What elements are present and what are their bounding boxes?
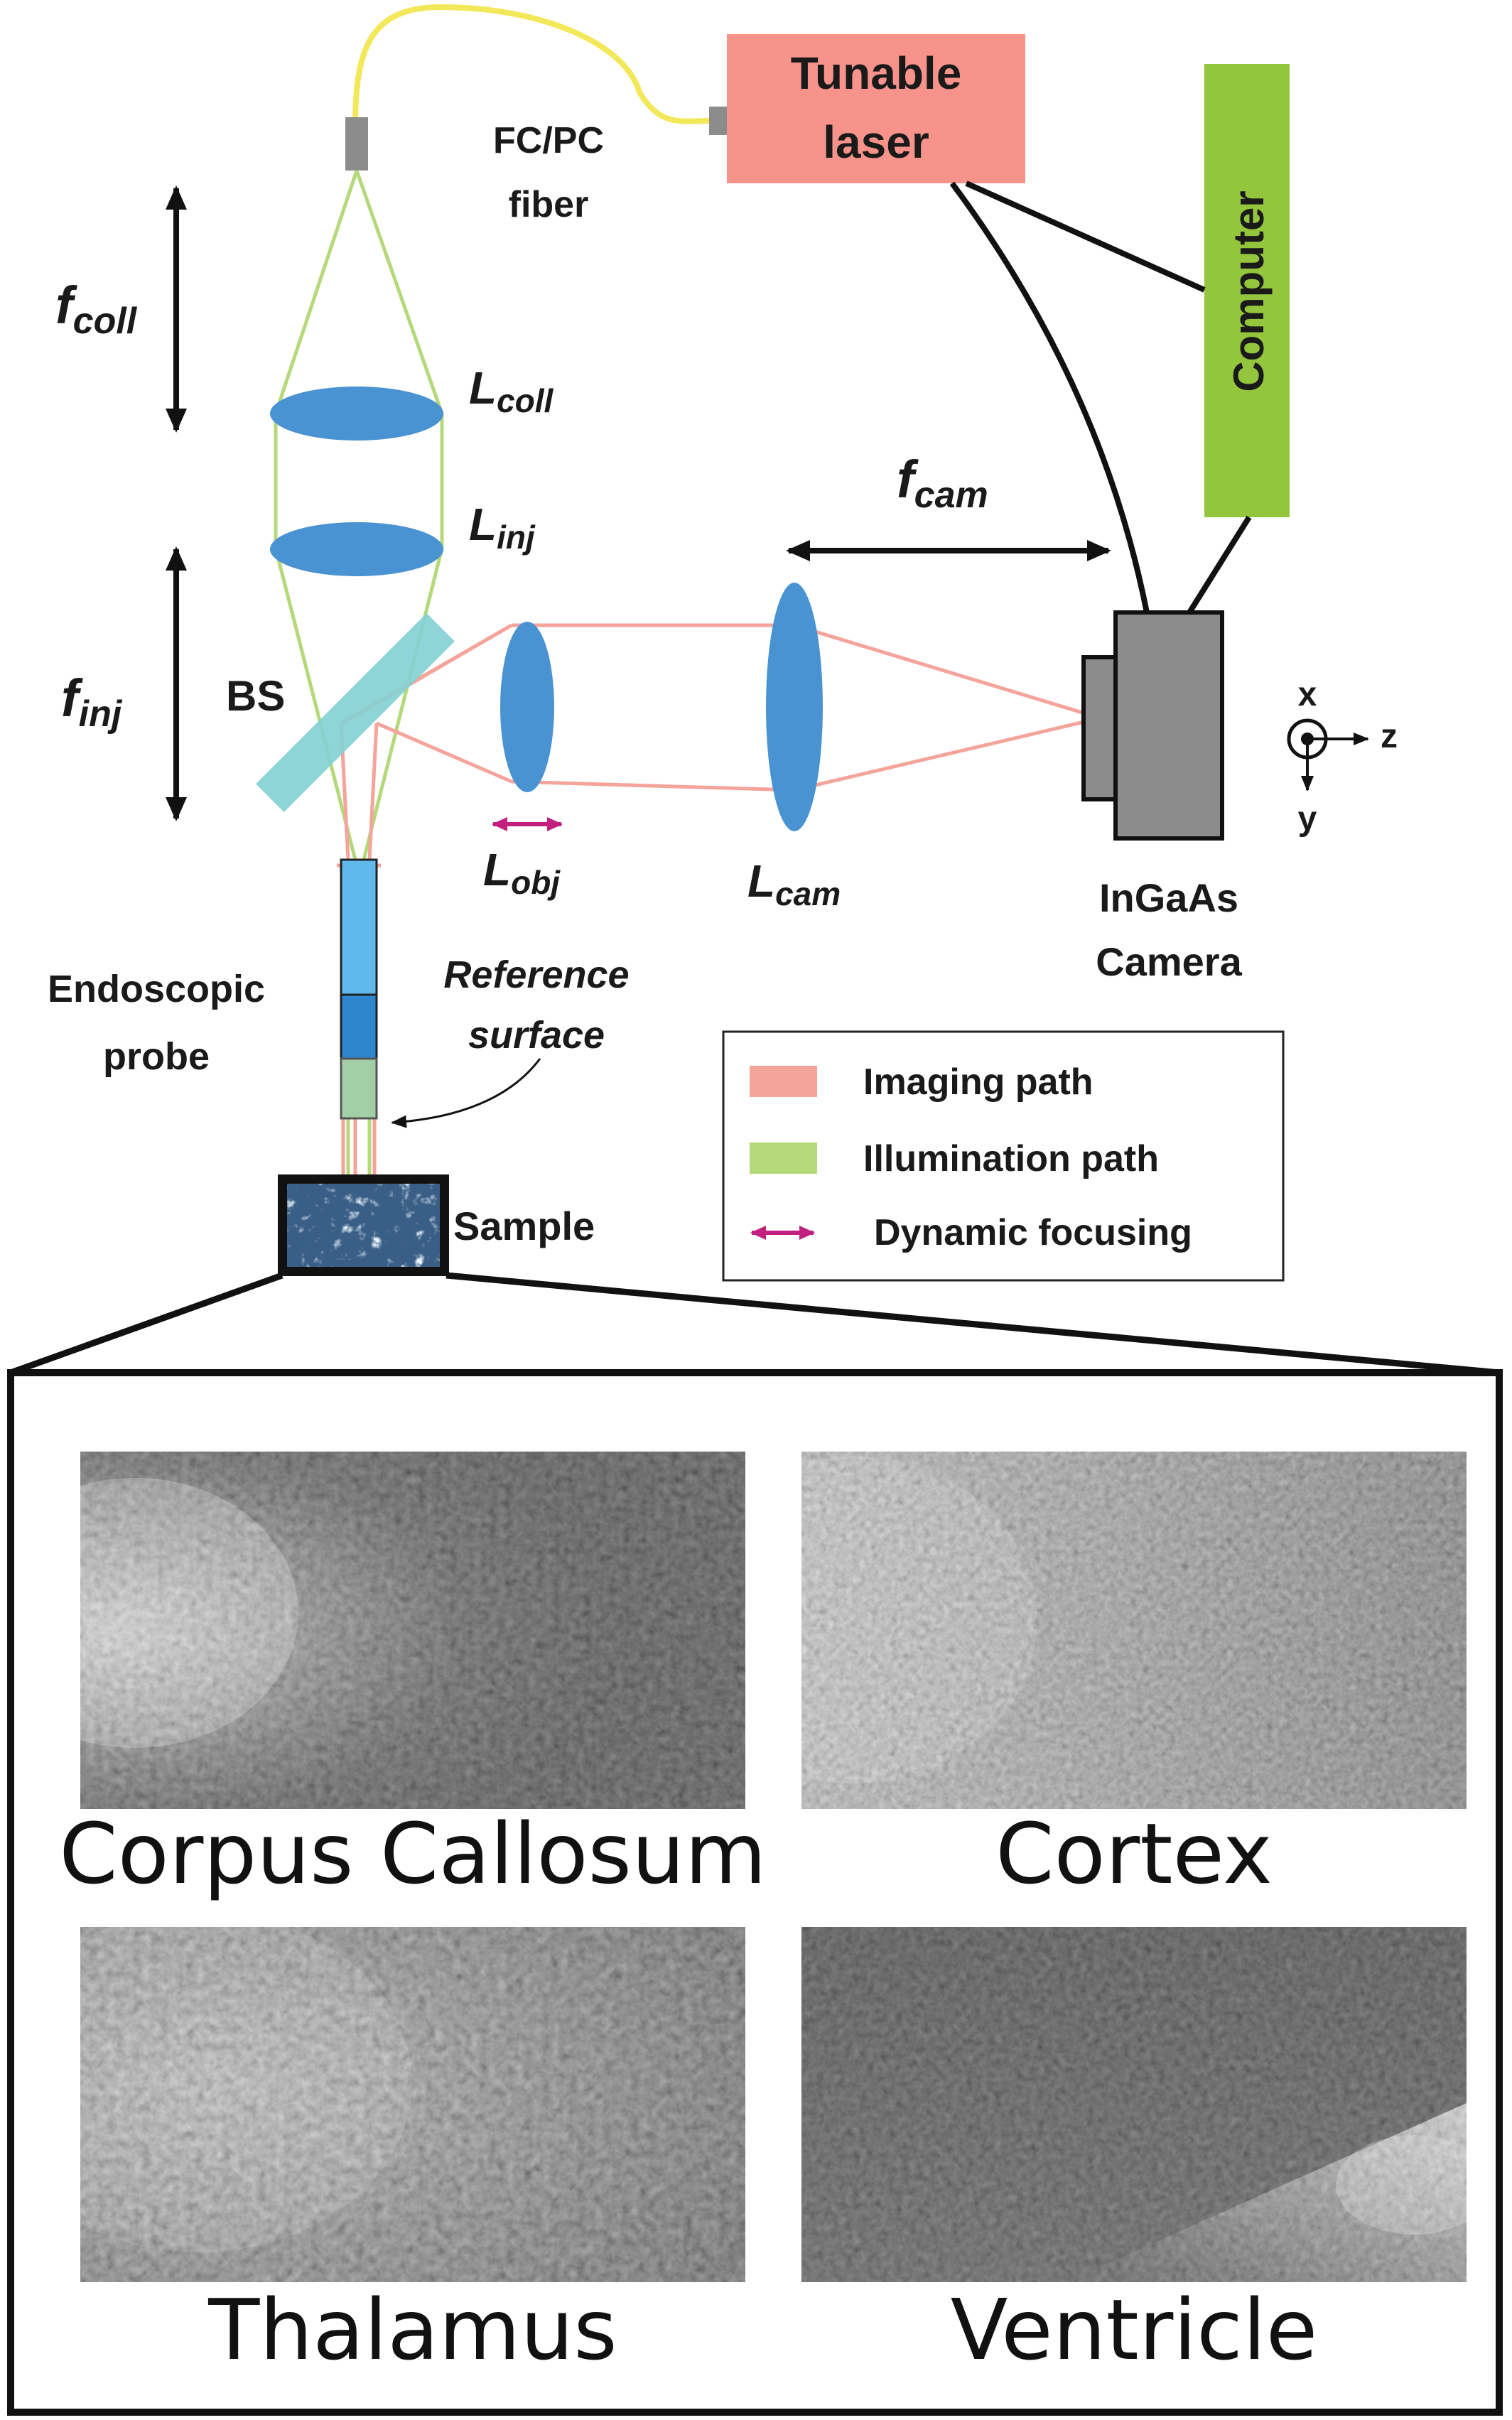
- sample-label: Sample: [453, 1204, 595, 1248]
- lens-l-coll: [270, 387, 443, 441]
- panel-thalamus: [80, 1927, 745, 2282]
- camera-label-line2: Camera: [1096, 939, 1242, 984]
- ingaas-camera: [1081, 610, 1224, 841]
- panel-cortex: [801, 1452, 1467, 1809]
- panel-ventricle: [801, 1927, 1467, 2282]
- f-inj-label: finj: [61, 669, 123, 735]
- f-coll-label: fcoll: [55, 276, 138, 342]
- computer: Computer: [1204, 64, 1290, 517]
- axes-icon: x z y: [1287, 676, 1398, 838]
- legend-item-focusing: Dynamic focusing: [874, 1212, 1192, 1253]
- zoom-line-left: [9, 1272, 284, 1376]
- f-cam-label: fcam: [897, 450, 988, 516]
- l-inj-label: Linj: [469, 499, 536, 556]
- l-coll-label: Lcoll: [469, 362, 554, 419]
- panel-label-cortex: Cortex: [995, 1805, 1273, 1903]
- panel-corpus-callosum: [80, 1452, 745, 1809]
- panel-label-corpus-callosum: Corpus Callosum: [59, 1805, 766, 1903]
- axis-x-label: x: [1298, 676, 1317, 713]
- zoom-line-right: [446, 1272, 1500, 1376]
- lens-l-cam: [766, 583, 823, 831]
- imaging-path-swatch: [750, 1066, 817, 1097]
- panel-label-thalamus: Thalamus: [207, 2281, 617, 2379]
- computer-label: Computer: [1225, 190, 1273, 391]
- reference-label-line1: Reference: [443, 954, 629, 996]
- legend-item-illumination: Illumination path: [863, 1138, 1159, 1179]
- reference-label-line2: surface: [468, 1014, 605, 1057]
- l-obj-label: Lobj: [483, 844, 561, 901]
- axis-z-label: z: [1381, 718, 1398, 755]
- fiber-label-line1: FC/PC: [493, 120, 604, 161]
- lens-l-obj: [500, 622, 554, 792]
- fiber-label-line2: fiber: [509, 184, 589, 225]
- sample-thumbnail: [278, 1174, 449, 1276]
- reference-pointer: [391, 1058, 541, 1128]
- l-cam-label: Lcam: [747, 855, 841, 912]
- cables: [949, 180, 1252, 615]
- axis-y-label: y: [1298, 800, 1317, 838]
- illumination-path-swatch: [750, 1143, 817, 1174]
- panel-label-ventricle: Ventricle: [951, 2281, 1318, 2379]
- fiber-cable: [352, 4, 713, 127]
- endoscopic-probe: [340, 858, 378, 1120]
- fiber-connector-laser: [709, 107, 728, 135]
- probe-label-line2: probe: [103, 1035, 210, 1078]
- laser-label-line1: Tunable: [791, 48, 962, 99]
- fiber-connector-top: [345, 117, 368, 171]
- legend: Imaging path Illumination path Dynamic f…: [722, 1030, 1285, 1282]
- beam-splitter: [255, 612, 455, 813]
- probe-label-line1: Endoscopic: [48, 968, 265, 1010]
- camera-label-line1: InGaAs: [1099, 875, 1238, 920]
- bs-label: BS: [226, 672, 285, 720]
- lens-l-inj: [270, 522, 443, 576]
- laser-label-line2: laser: [823, 117, 929, 168]
- legend-item-imaging: Imaging path: [863, 1062, 1094, 1103]
- tunable-laser: Tunable laser: [727, 34, 1025, 183]
